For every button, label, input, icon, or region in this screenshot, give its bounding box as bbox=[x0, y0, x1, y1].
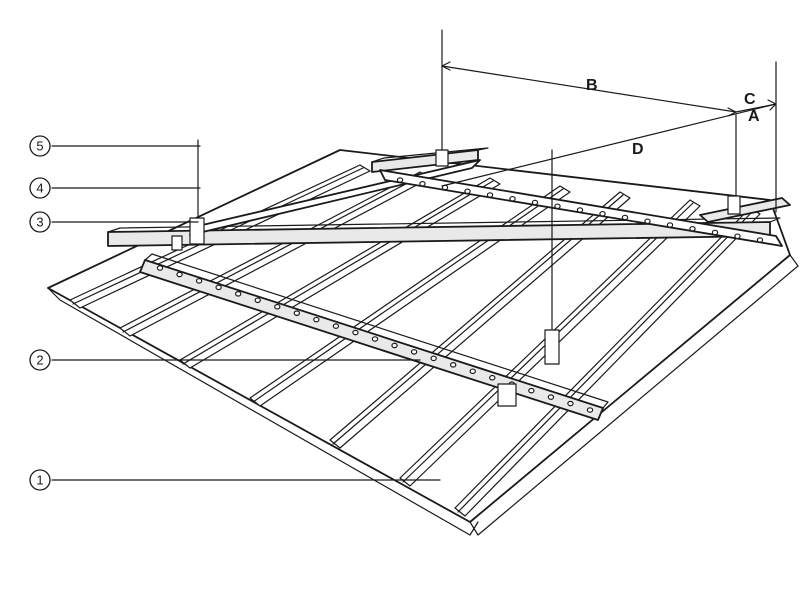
carrier-slot bbox=[430, 355, 437, 362]
strip-groove bbox=[182, 180, 494, 365]
carrier-slot bbox=[528, 387, 535, 394]
carrier-slot bbox=[371, 336, 379, 342]
carrier-slot bbox=[176, 271, 183, 278]
carrier-slot bbox=[274, 303, 281, 310]
carrier-slot bbox=[419, 180, 426, 187]
carrier-slot bbox=[567, 400, 574, 407]
carrier-slot bbox=[293, 310, 301, 316]
carrier-slot bbox=[644, 218, 651, 225]
callout-1: 1 bbox=[29, 469, 51, 491]
carrier-slot bbox=[449, 362, 457, 368]
callout-2: 2 bbox=[29, 349, 51, 371]
callout-4-text: 4 bbox=[36, 181, 43, 196]
carrier-slot bbox=[332, 323, 340, 329]
carrier-slot bbox=[156, 265, 164, 271]
callout-5: 5 bbox=[29, 135, 51, 157]
carrier-slot bbox=[410, 349, 418, 355]
strip-profile bbox=[454, 207, 761, 517]
carrier-slot bbox=[352, 329, 359, 336]
carrier-slot bbox=[469, 368, 476, 375]
callout-3-text: 3 bbox=[36, 215, 43, 230]
carrier-slot bbox=[254, 297, 261, 304]
carrier-slot bbox=[666, 222, 674, 228]
strip-groove bbox=[252, 188, 564, 403]
carrier-slot bbox=[689, 225, 696, 232]
carrier-slot bbox=[464, 188, 471, 195]
dimension-lines bbox=[441, 61, 777, 187]
callout-4: 4 bbox=[29, 177, 51, 199]
carrier-slot bbox=[489, 374, 496, 381]
dim-label-c: C bbox=[744, 91, 756, 108]
carrier-slot bbox=[215, 284, 222, 291]
dim-label-a: A bbox=[748, 108, 760, 125]
dim-label-d: D bbox=[632, 141, 644, 158]
carrier-slot bbox=[234, 291, 242, 297]
carrier-slot bbox=[734, 233, 741, 240]
carrier-slot bbox=[195, 278, 203, 284]
carrier-slot bbox=[554, 203, 561, 210]
hanger-clips bbox=[171, 149, 741, 407]
carrier-slot bbox=[621, 214, 629, 221]
carrier-slot bbox=[599, 210, 606, 217]
callout-5-text: 5 bbox=[36, 139, 43, 154]
strip-profile bbox=[329, 191, 631, 449]
strip-groove bbox=[122, 174, 424, 333]
carrier-slot bbox=[509, 195, 516, 202]
carrier-slot bbox=[391, 342, 398, 349]
leader-lines bbox=[51, 145, 441, 481]
carrier-slot bbox=[756, 237, 764, 243]
callout-3: 3 bbox=[29, 211, 51, 233]
suspension-rods bbox=[197, 29, 777, 341]
strip-groove bbox=[457, 210, 754, 513]
carrier-slot bbox=[586, 407, 594, 413]
carrier-slot bbox=[531, 199, 539, 206]
carrier-slot bbox=[576, 207, 584, 213]
callout-2-text: 2 bbox=[36, 353, 43, 368]
carrier-slot bbox=[547, 394, 555, 400]
carrier-slot bbox=[396, 177, 404, 183]
carrier-slot bbox=[486, 192, 494, 198]
callout-1-text: 1 bbox=[36, 473, 43, 488]
carrier-slots bbox=[156, 177, 764, 413]
carrier-slot bbox=[711, 229, 719, 236]
carrier-slot bbox=[313, 316, 320, 323]
dim-label-b: B bbox=[586, 77, 598, 94]
